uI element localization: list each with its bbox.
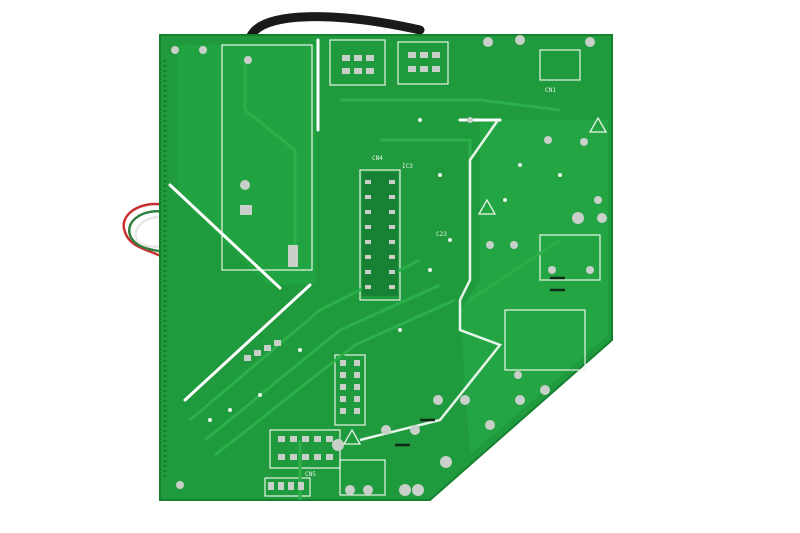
silkscreen-outlines (221, 39, 601, 497)
colored-wires (122, 202, 166, 260)
vias (208, 118, 562, 422)
silk-label-e: C23 (436, 231, 447, 238)
black-cable (245, 12, 425, 43)
warning-triangles (342, 116, 608, 445)
solder-pads (171, 35, 607, 496)
silk-label-b: CN1 (545, 87, 556, 94)
ic-chip (362, 172, 398, 296)
silk-label-a: CN4 (372, 155, 383, 162)
board-region-power (460, 120, 608, 455)
silk-label-c: IC3 (402, 163, 413, 170)
isolation-slots (168, 38, 502, 402)
black-marks (395, 276, 565, 447)
pin-headers (244, 52, 440, 490)
power-trace-outline (359, 119, 503, 442)
silk-label-d: CN5 (305, 471, 316, 478)
